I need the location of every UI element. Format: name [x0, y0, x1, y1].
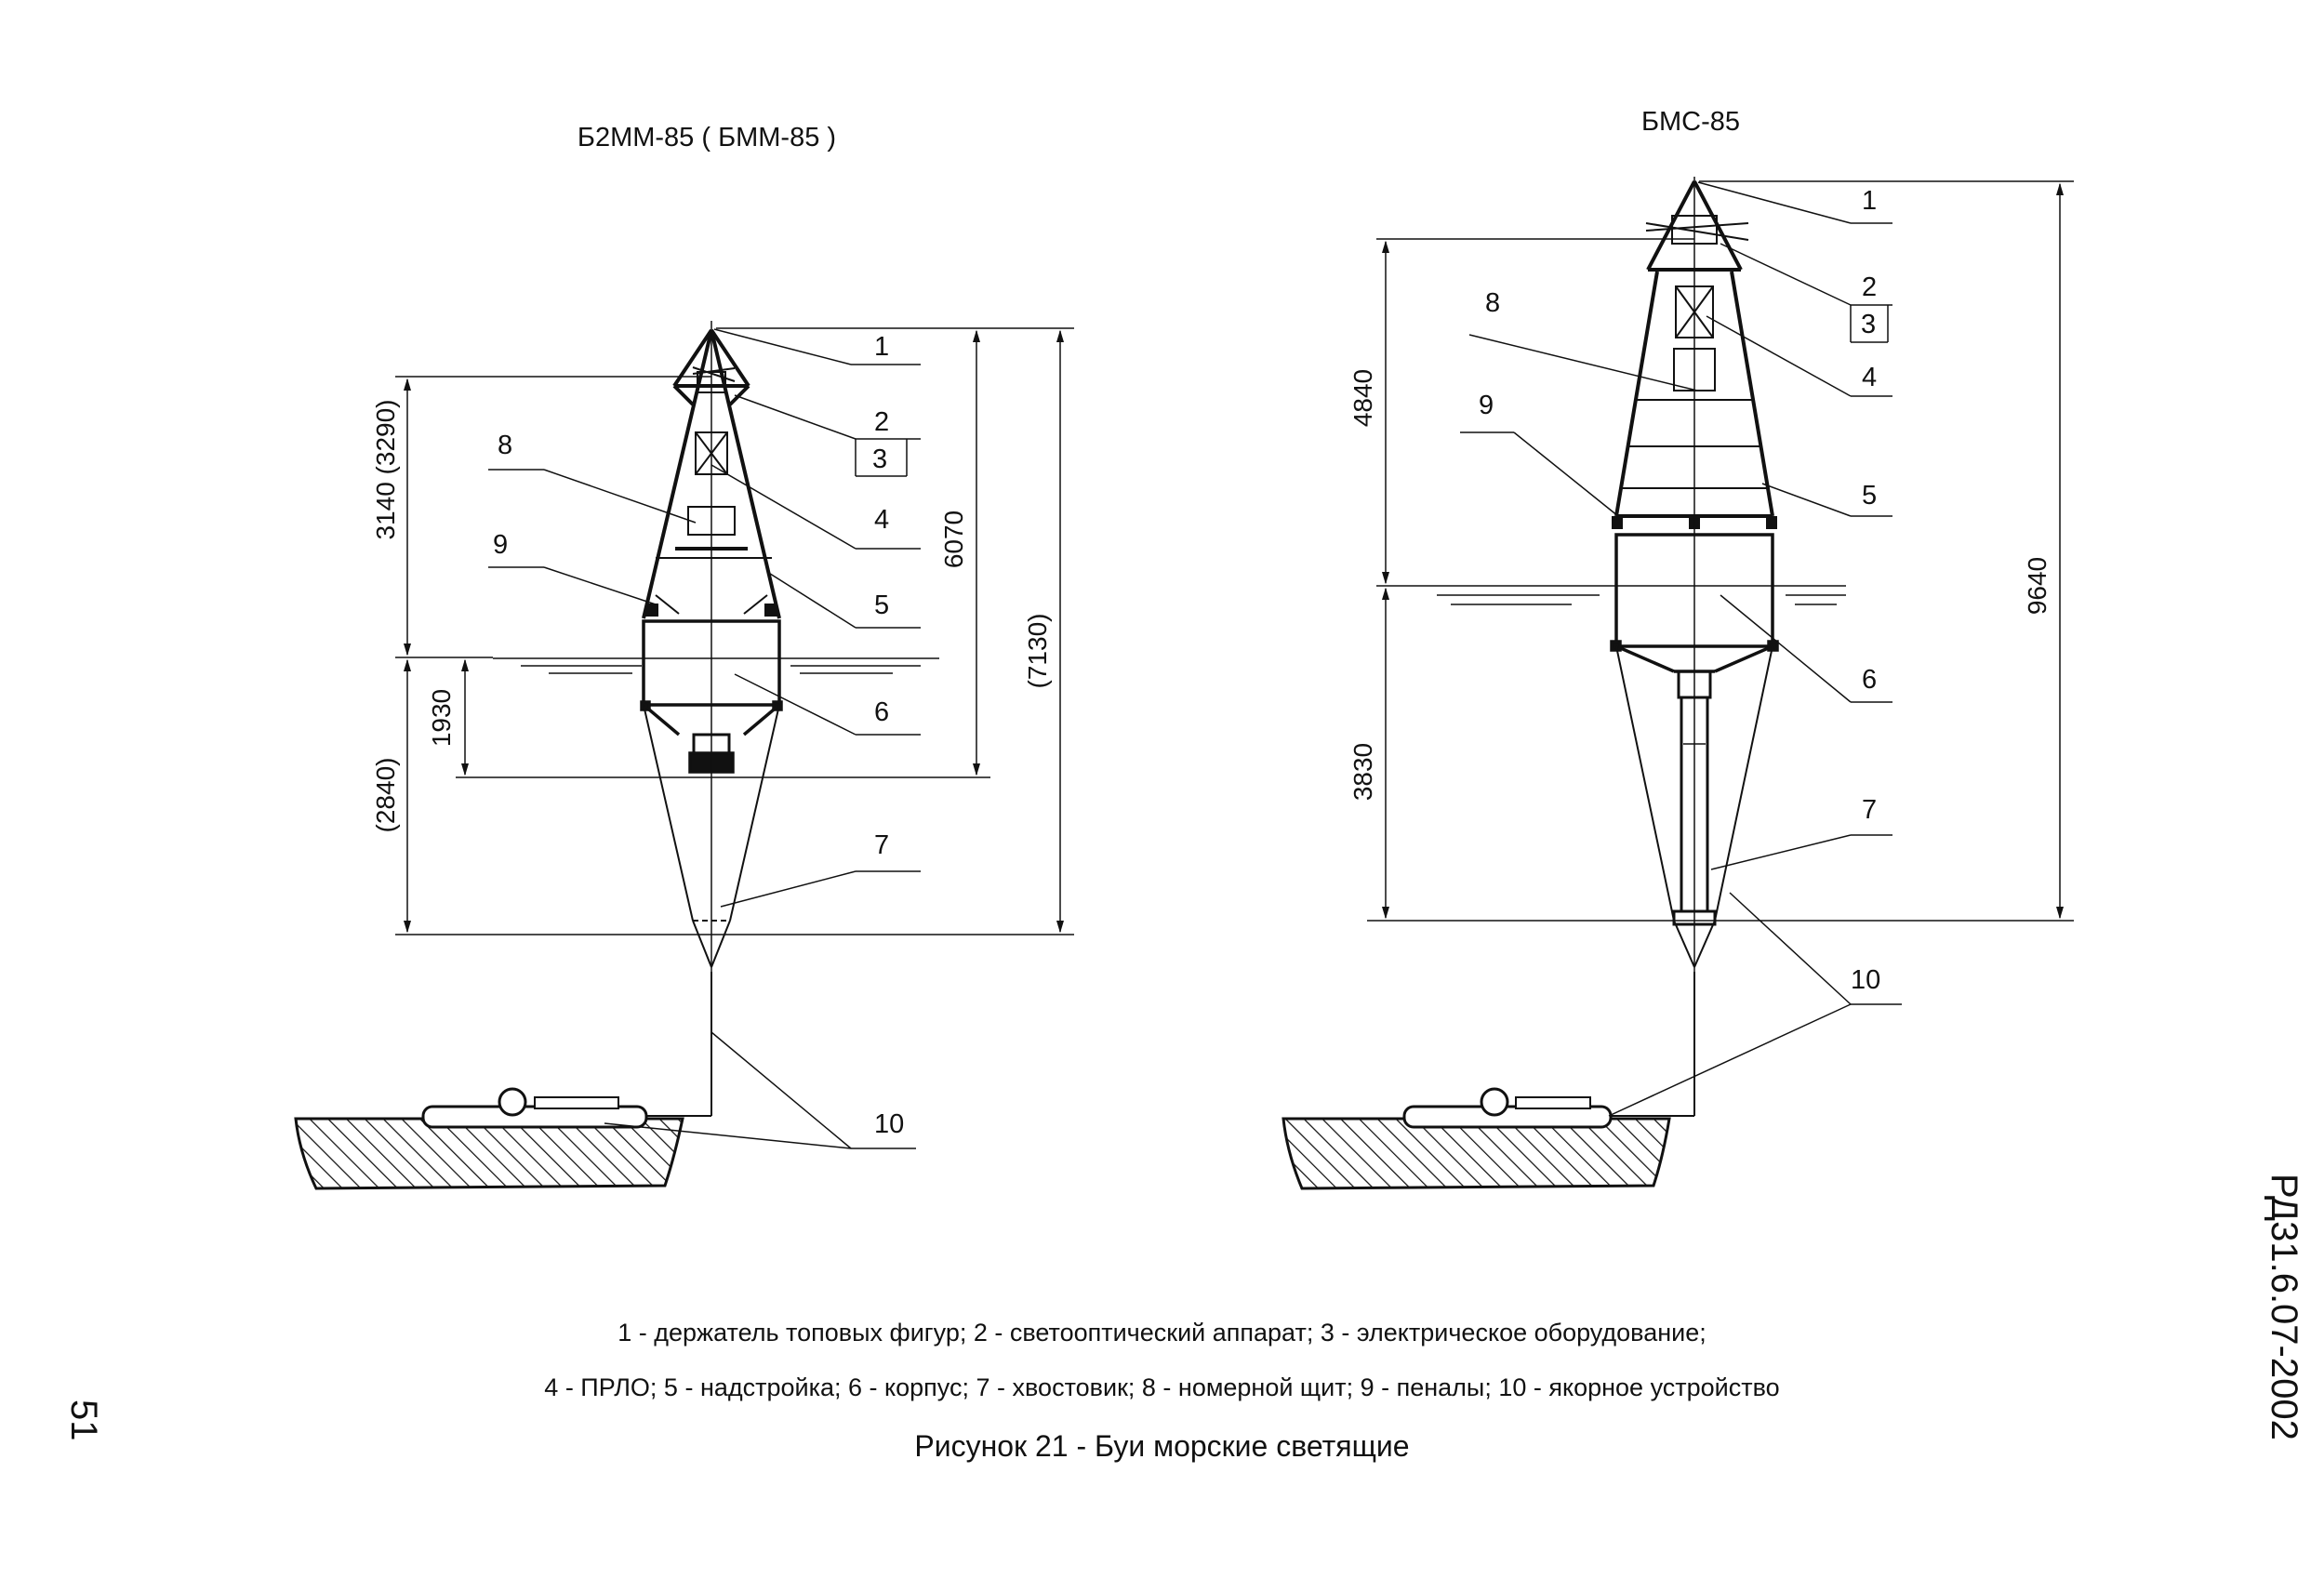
right-callout-3: 3	[1861, 310, 1876, 339]
left-callout-8: 8	[498, 431, 512, 460]
right-callout-5: 5	[1862, 481, 1877, 511]
right-dimensions	[1367, 180, 2074, 922]
right-callout-10: 10	[1851, 965, 1880, 995]
left-buoy-title: Б2ММ-85 ( БММ-85 )	[578, 123, 836, 153]
right-callout-numbers: 1 2 3 4 5 6 7 8 9 10	[1479, 186, 1880, 995]
figure-legend-line-1: 1 - держатель топовых фигур; 2 - светооп…	[618, 1319, 1706, 1347]
left-callout-numbers: 1 2 3 4 5 6 7 8 9 10	[493, 332, 904, 1139]
left-callout-9: 9	[493, 530, 508, 560]
left-callout-3: 3	[872, 444, 887, 474]
left-water-surface	[493, 657, 939, 674]
right-tail-cone	[1615, 645, 1773, 968]
left-callout-leaders	[488, 328, 921, 1149]
left-callout-5: 5	[874, 590, 889, 620]
right-dim-total: 9640	[2023, 557, 2052, 615]
left-dim-total: (7130)	[1023, 614, 1052, 689]
figure-caption: Рисунок 21 - Буи морские светящие	[914, 1429, 1410, 1463]
right-anchor-chain	[1609, 972, 1695, 1117]
left-callout-1: 1	[874, 332, 889, 362]
right-callout-4: 4	[1862, 363, 1877, 392]
right-callout-8: 8	[1485, 288, 1500, 318]
right-seabed	[1282, 1087, 1671, 1190]
right-callout-2: 2	[1862, 272, 1877, 302]
right-callout-7: 7	[1862, 795, 1877, 825]
right-buoy-drawing: БМС-85	[1282, 107, 2074, 1190]
right-dim-upper: 4840	[1348, 369, 1377, 427]
left-buoy-drawing: Б2ММ-85 ( БММ-85 )	[294, 123, 1074, 1190]
left-dim-upper: 3140 (3290)	[371, 399, 400, 539]
right-dim-lower: 3830	[1348, 743, 1377, 801]
left-dim-height: 6070	[939, 511, 968, 568]
left-callout-7: 7	[874, 830, 889, 860]
right-water-surface	[1418, 585, 1846, 605]
left-anchor-chain	[646, 972, 712, 1117]
right-callout-6: 6	[1862, 665, 1877, 695]
left-callout-10: 10	[874, 1109, 904, 1139]
right-callout-9: 9	[1479, 391, 1494, 420]
right-callout-leaders	[1460, 181, 1902, 1117]
left-dim-lower: (2840)	[371, 758, 400, 833]
right-callout-1: 1	[1862, 186, 1877, 216]
left-callout-6: 6	[874, 697, 889, 727]
figure-legend-line-2: 4 - ПРЛО; 5 - надстройка; 6 - корпус; 7 …	[544, 1373, 1780, 1401]
left-seabed	[294, 1087, 684, 1190]
page-number: 51	[63, 1400, 104, 1441]
left-dimensions	[395, 327, 1074, 935]
document-code: РД31.6.07-2002	[2264, 1174, 2304, 1440]
right-buoy-title: БМС-85	[1641, 107, 1740, 137]
left-callout-4: 4	[874, 505, 889, 535]
left-callout-2: 2	[874, 407, 889, 437]
left-dim-draft: 1930	[427, 689, 456, 747]
